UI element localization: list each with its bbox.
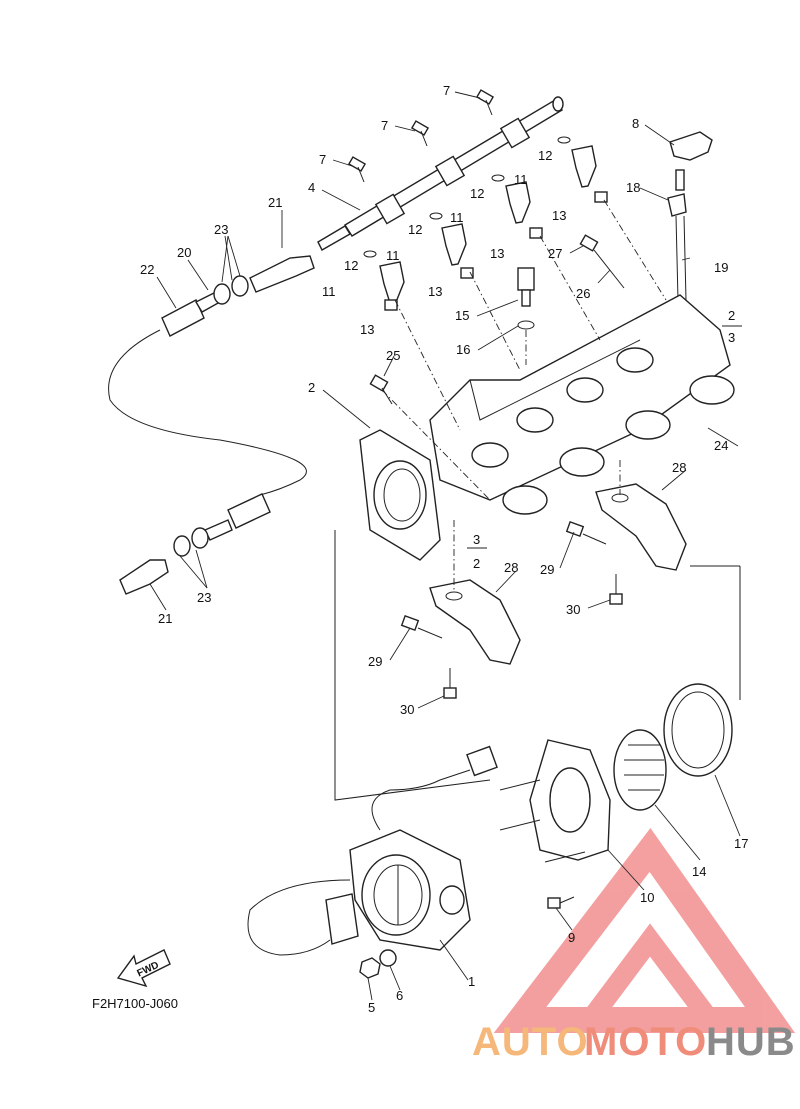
callout-2b: 2 <box>728 308 735 323</box>
callout-6: 6 <box>396 988 403 1003</box>
callout-21a: 21 <box>268 195 282 210</box>
watermark-part1: AUTO <box>472 1020 589 1064</box>
bolt-7a-icon <box>475 89 495 116</box>
callout-11a: 11 <box>514 172 528 187</box>
callout-28a: 28 <box>504 560 518 575</box>
washer-6-icon <box>379 949 397 967</box>
frame-line <box>334 530 491 801</box>
callout-29b: 29 <box>540 562 554 577</box>
fuel-injector-b <box>441 223 474 279</box>
bolt-29a-icon <box>400 615 443 639</box>
callout-12a: 12 <box>538 148 552 163</box>
fuel-injector-c <box>505 181 543 239</box>
throttle-adapter <box>359 429 441 561</box>
callout-13c: 13 <box>428 284 442 299</box>
callout-16: 16 <box>456 342 470 357</box>
callout-13b: 13 <box>490 246 504 261</box>
leader-lines <box>149 91 741 1001</box>
callout-22: 22 <box>140 262 154 277</box>
callout-12d: 12 <box>344 258 358 273</box>
callout-30b: 30 <box>566 602 580 617</box>
bracket-28a <box>429 579 521 665</box>
callout-7a: 7 <box>443 83 450 98</box>
fuel-rail <box>317 96 564 251</box>
vacuum-hose <box>667 193 687 301</box>
callout-1: 1 <box>468 974 475 989</box>
watermark-text: AUTO MOTO HUB <box>472 1020 796 1064</box>
watermark-part2: MOTO <box>584 1020 707 1064</box>
callout-12b: 12 <box>470 186 484 201</box>
fwd-arrow-icon: FWD <box>116 949 171 988</box>
seal-ring <box>663 683 733 777</box>
bolt-7b-icon <box>410 120 430 147</box>
bolt-30a-icon <box>443 668 457 699</box>
callout-21b: 21 <box>158 611 172 626</box>
callout-3a: 3 <box>728 330 735 345</box>
callout-2c: 2 <box>473 556 480 571</box>
callout-28b: 28 <box>672 460 686 475</box>
callout-15: 15 <box>455 308 469 323</box>
bolt-25-icon <box>369 374 393 405</box>
watermark-part3: HUB <box>706 1020 796 1064</box>
callout-4: 4 <box>308 180 315 195</box>
bracket-28b <box>595 483 687 571</box>
callout-8: 8 <box>632 116 639 131</box>
dash-line <box>469 271 521 371</box>
callout-29a: 29 <box>368 654 382 669</box>
callout-20: 20 <box>177 245 191 260</box>
callout-12c: 12 <box>408 222 422 237</box>
bolt-9-icon <box>547 896 575 909</box>
callout-labels: 7 7 7 8 4 12 12 12 12 11 11 11 11 13 13 … <box>140 83 748 1015</box>
callout-10: 10 <box>640 890 654 905</box>
temperature-sensor-icon <box>517 267 535 330</box>
callout-14: 14 <box>692 864 706 879</box>
callout-9: 9 <box>568 930 575 945</box>
callout-11c: 11 <box>386 248 400 263</box>
pressure-sensor-icon <box>669 131 713 191</box>
callout-7b: 7 <box>381 118 388 133</box>
callout-25: 25 <box>386 348 400 363</box>
dash-line <box>381 389 491 501</box>
callout-13d: 13 <box>360 322 374 337</box>
callout-7c: 7 <box>319 152 326 167</box>
callout-3b: 3 <box>473 532 480 547</box>
callout-2a: 2 <box>308 380 315 395</box>
throttle-body <box>247 745 498 956</box>
bolt-29b-icon <box>565 521 607 545</box>
callout-27: 27 <box>548 246 562 261</box>
callout-13a: 13 <box>552 208 566 223</box>
diagram-code: F2H7100-J060 <box>92 996 178 1011</box>
fuel-hose <box>108 255 315 595</box>
watermark-logo-icon <box>493 828 796 1033</box>
callout-19: 19 <box>714 260 728 275</box>
callout-23a: 23 <box>214 222 228 237</box>
callout-23b: 23 <box>197 590 211 605</box>
dash-line <box>539 235 601 341</box>
callout-26: 26 <box>576 286 590 301</box>
fuel-injector-d <box>571 145 608 203</box>
callout-18: 18 <box>626 180 640 195</box>
adapter-plate <box>499 739 611 863</box>
callout-11d: 11 <box>322 284 336 299</box>
bolt-7c-icon <box>347 156 367 183</box>
callout-30a: 30 <box>400 702 414 717</box>
intake-manifold <box>429 294 735 515</box>
callout-24: 24 <box>714 438 728 453</box>
callout-11b: 11 <box>450 210 464 225</box>
fuel-injector-a <box>379 261 405 311</box>
dash-line <box>394 299 461 431</box>
callout-17: 17 <box>734 836 748 851</box>
callout-5: 5 <box>368 1000 375 1015</box>
dash-line <box>603 199 667 301</box>
nut-5-icon <box>359 957 381 979</box>
bolt-27-icon <box>579 234 625 289</box>
bolt-30b-icon <box>609 574 623 605</box>
flame-arrestor <box>613 729 667 811</box>
